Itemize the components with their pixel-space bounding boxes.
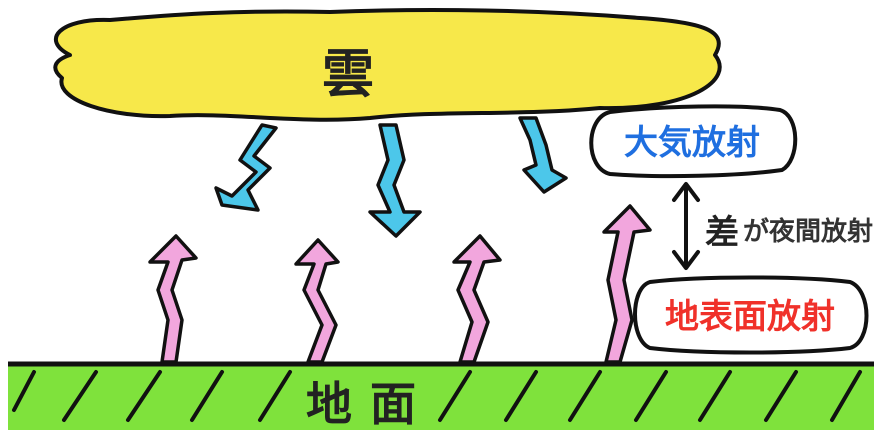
atmospheric-radiation-box [589,104,798,179]
difference-label: 差 [705,213,739,253]
cloud-label: 雲 [322,45,374,105]
surface-radiation-label: 地表面放射 [665,297,835,337]
upward-arrow [294,238,340,364]
cloud-shape [53,8,722,122]
upward-arrow [452,234,502,364]
ground-strip [8,361,874,430]
upward-arrow [148,234,198,364]
surface-radiation-box [633,275,869,355]
downward-arrow [518,116,568,194]
upward-arrow [602,204,652,364]
ground-label: 地面 [306,377,434,431]
downward-arrow [368,123,422,238]
downward-arrow [214,123,278,212]
atmospheric-radiation-label: 大気放射 [624,123,760,163]
nocturnal-radiation-label: が夜間放射 [743,216,873,247]
difference-arrow [672,182,700,270]
